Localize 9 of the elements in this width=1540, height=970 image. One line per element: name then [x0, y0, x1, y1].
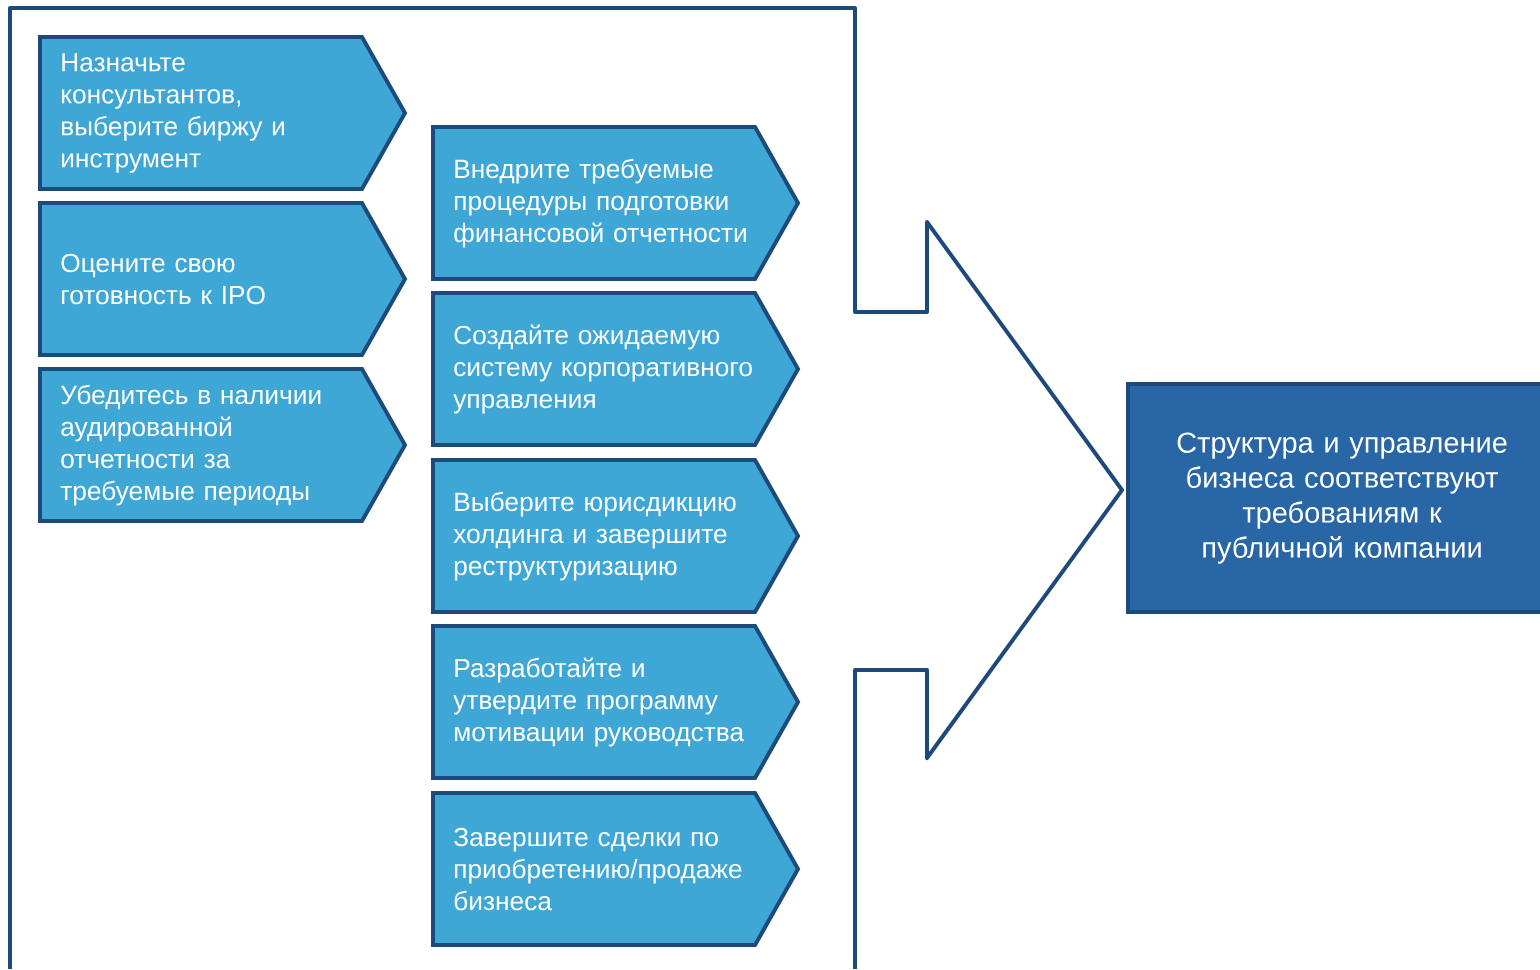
chevron-box: Выберите юрисдикцию холдинга и завершите реструктуризацию [431, 458, 801, 614]
chevron-box: Убедитесь в наличии аудированной отчетности за требуемые периоды [38, 367, 408, 523]
result-box: Структура и управление бизнеса соответствуют требованиям к публичной компании [1126, 382, 1540, 614]
chevron-box: Завершите сделки по приобретению/продаже бизнеса [431, 791, 801, 947]
chevron-box: Разработайте и утвердите программу мотивации руководства [431, 624, 801, 780]
chevron-box: Назначьте консультантов, выберите биржу и инструмент [38, 35, 408, 191]
chevron-box: Создайте ожидаемую систему корпоративного управления [431, 291, 801, 447]
chevron-box: Внедрите требуемые процедуры подготовки финансовой отчетности [431, 125, 801, 281]
chevron-box: Оцените свою готовность к IPO [38, 201, 408, 357]
